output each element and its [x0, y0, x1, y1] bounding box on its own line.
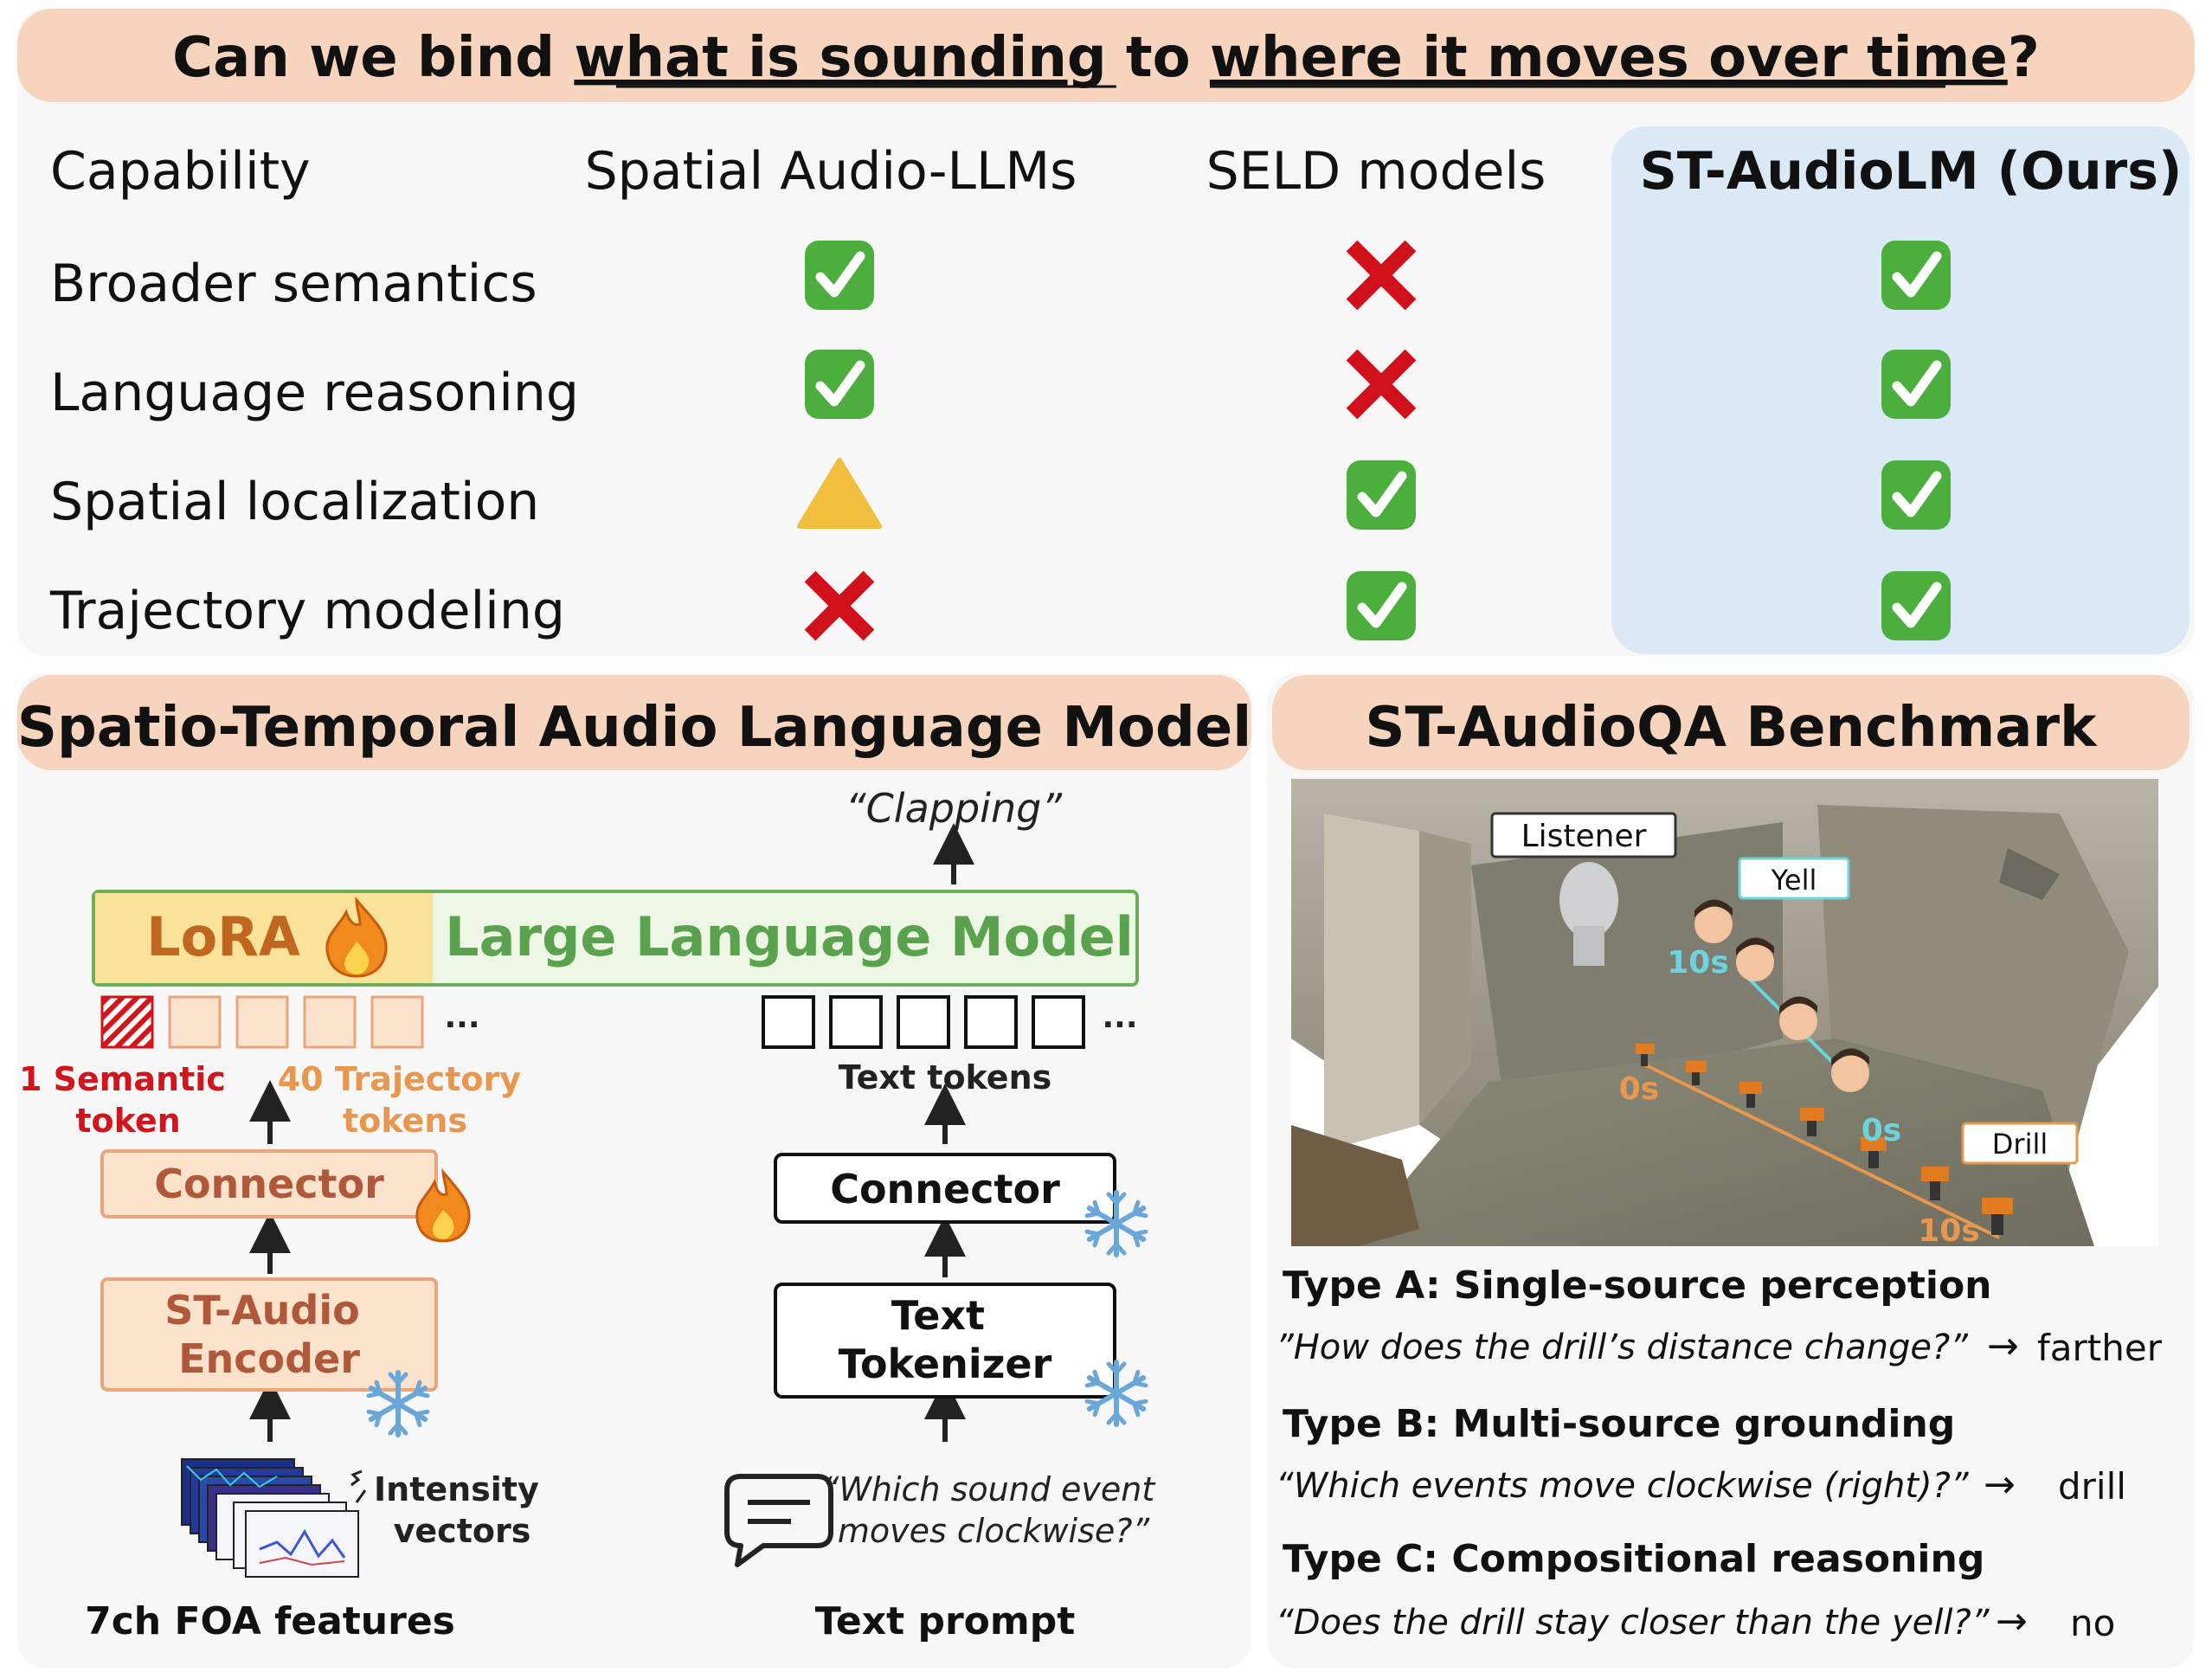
- type-c-answer: no: [2070, 1602, 2115, 1644]
- header-ours: ST-AudioLM (Ours): [1640, 141, 2183, 202]
- check-icon: [1347, 571, 1416, 640]
- st-audio-encoder: [100, 1277, 438, 1392]
- type-b-question: “Which events move clockwise (right)?”: [1276, 1466, 1969, 1506]
- type-b-arrow: →: [1984, 1463, 2016, 1507]
- snowflakes: [366, 1190, 1148, 1437]
- foa-spectrogram-stack-icon: [181, 1458, 367, 1578]
- type-a-title: Type A: Single-source perception: [1283, 1264, 1992, 1308]
- drill-icon: [1861, 1137, 1887, 1168]
- model-title-banner: [17, 675, 1251, 770]
- audio-tokens: ···: [100, 995, 480, 1049]
- check-icon: [805, 350, 874, 419]
- tokenizer-label: Text Tokenizer: [839, 1292, 1052, 1387]
- scene-time-drill-start: 0s: [1619, 1071, 1659, 1107]
- prompt-example: “Which sound event moves clockwise?”: [822, 1470, 1166, 1550]
- semantic-token-label: 1 Semantic token: [19, 1060, 237, 1140]
- drill-icon: [1686, 1061, 1707, 1085]
- snowflake-icon: [1084, 1360, 1148, 1427]
- header-capability: Capability: [50, 141, 311, 202]
- check-icon: [1881, 571, 1951, 640]
- yell-person-icon: [1779, 996, 1817, 1040]
- lora-label: LoRA: [146, 905, 300, 968]
- flame-icon: [325, 896, 388, 978]
- scene-time-yell-end: 0s: [1862, 1113, 1901, 1148]
- trajectory-token: [168, 995, 222, 1049]
- text-token-ellipsis: ···: [1102, 1007, 1137, 1043]
- table-cells: [797, 240, 1951, 641]
- type-c-title: Type C: Compositional reasoning: [1283, 1537, 1984, 1581]
- intensity-vectors-label: Intensity vectors: [374, 1470, 550, 1550]
- triangle-icon: [797, 458, 882, 529]
- trajectory-token: [370, 995, 424, 1049]
- header-spatial-audio-llms: Spatial Audio-LLMs: [585, 141, 1077, 202]
- scene-time-drill-end: 10s: [1918, 1213, 1980, 1249]
- check-icon: [805, 241, 874, 310]
- model-title: Spatio-Temporal Audio Language Model: [17, 696, 1251, 760]
- check-icon: [1881, 241, 1951, 310]
- connector-left-label: Connector: [154, 1161, 384, 1207]
- semantic-token: [100, 995, 154, 1049]
- scene-time-yell-start: 10s: [1667, 945, 1729, 981]
- llm-bar: LoRA Large Language Model: [92, 890, 1139, 987]
- snowflake-icon: [1084, 1190, 1148, 1257]
- trajectory-token: [235, 995, 289, 1049]
- type-c-question: “Does the drill stay closer than the yel…: [1276, 1603, 1990, 1643]
- row-label-language-reasoning: Language reasoning: [50, 363, 579, 423]
- scene-label-listener: Listener: [1521, 819, 1647, 854]
- drill-icon: [1982, 1198, 2013, 1235]
- type-b-title: Type B: Multi-source grounding: [1283, 1402, 1955, 1446]
- check-icon: [1347, 460, 1416, 530]
- type-a-answer: farther: [2037, 1327, 2163, 1369]
- check-icon: [1881, 460, 1951, 530]
- drill-icon: [1739, 1082, 1762, 1108]
- benchmark-title-banner: [1272, 675, 2189, 770]
- main-title: Can we bind what is sounding to where it…: [172, 26, 2040, 90]
- drill-icon: [1800, 1108, 1824, 1136]
- trajectory-token: [303, 995, 357, 1049]
- type-a-arrow: →: [1987, 1324, 2019, 1368]
- row-label-trajectory-modeling: Trajectory modeling: [49, 581, 565, 641]
- output-text: “Clapping”: [846, 785, 1063, 832]
- type-c-arrow: →: [1996, 1599, 2028, 1643]
- text-tokenizer: [774, 1283, 1116, 1399]
- yell-person-icon: [1831, 1048, 1869, 1092]
- title-banner: [17, 9, 2195, 102]
- row-label-broader-semantics: Broader semantics: [50, 254, 537, 314]
- connector-right-label: Connector: [830, 1166, 1060, 1212]
- model-panel: Spatio-Temporal Audio Language Model “Cl…: [17, 673, 1251, 1669]
- type-b-answer: drill: [2058, 1465, 2126, 1508]
- audio-token-ellipsis: ···: [444, 1007, 479, 1043]
- check-icon: [1881, 350, 1951, 419]
- encoder-label: ST-Audio Encoder: [164, 1287, 374, 1382]
- text-prompt-label: Text prompt: [815, 1599, 1076, 1643]
- header-seld-models: SELD models: [1206, 141, 1546, 202]
- type-a-question: ”How does the drill’s distance change?”: [1276, 1328, 1968, 1367]
- cross-icon: [804, 570, 875, 641]
- chat-bubble-icon: [724, 1474, 833, 1567]
- trajectory-tokens-label: 40 Trajectory tokens: [278, 1060, 533, 1140]
- drill-icon: [1636, 1044, 1655, 1066]
- benchmark-title: ST-AudioQA Benchmark: [1365, 696, 2098, 760]
- snowflake-icon: [366, 1370, 430, 1437]
- scene-label-yell: Yell: [1771, 864, 1817, 897]
- cross-icon: [1346, 349, 1417, 420]
- connector-frozen: [774, 1153, 1116, 1224]
- yell-person-icon: [1694, 899, 1733, 943]
- cross-icon: [1346, 240, 1417, 311]
- text-tokens-label: Text tokens: [839, 1058, 1052, 1096]
- capability-table-panel: Can we bind what is sounding to where it…: [17, 9, 2195, 656]
- flame-icon: [415, 1167, 471, 1243]
- text-tokens: ···: [762, 995, 1138, 1049]
- scene-image: Listener Yell Drill 10s 0s 0s 10s: [1291, 779, 2158, 1249]
- yell-person-icon: [1736, 937, 1774, 981]
- drill-icon: [1921, 1167, 1949, 1200]
- benchmark-panel: ST-AudioQA Benchmark: [1267, 673, 2195, 1669]
- row-label-spatial-localization: Spatial localization: [50, 472, 539, 532]
- scene-label-drill: Drill: [1992, 1128, 2048, 1161]
- foa-features-label: 7ch FOA features: [85, 1599, 455, 1643]
- listener-head-icon: [1559, 862, 1618, 938]
- llm-label: Large Language Model: [445, 905, 1134, 968]
